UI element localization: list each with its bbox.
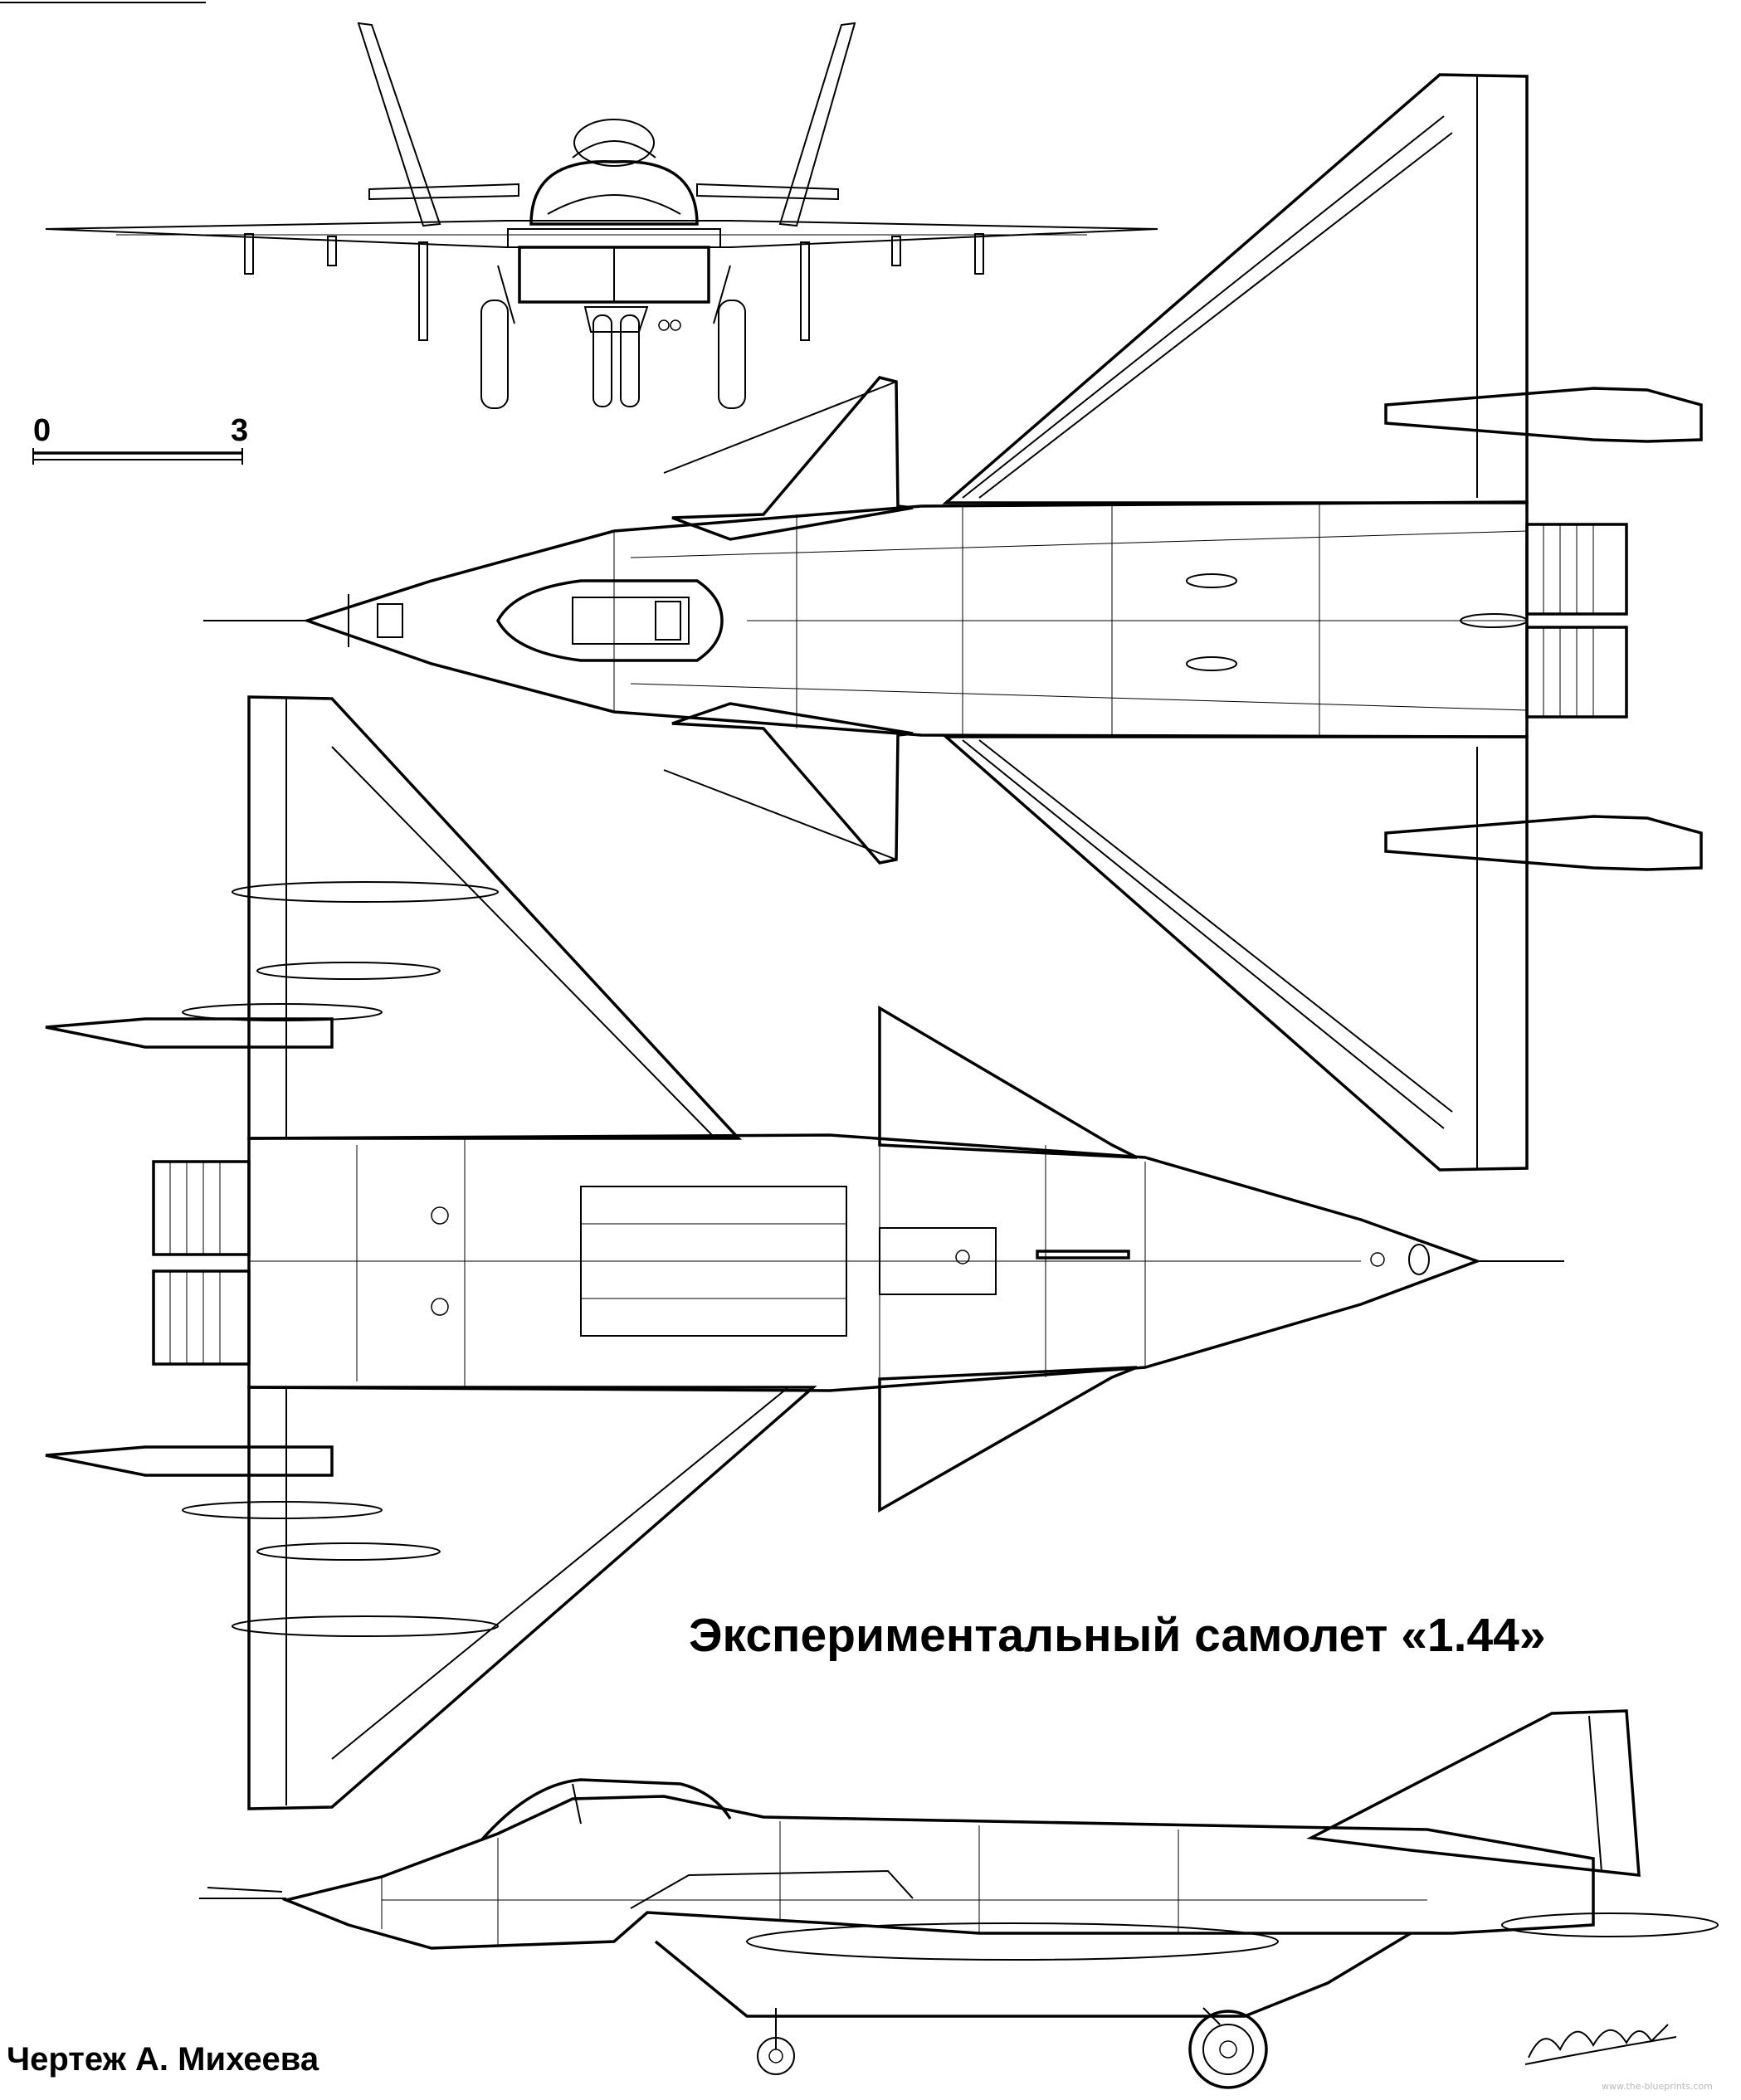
watermark: www.the-blueprints.com	[1602, 2081, 1713, 2092]
signature	[1524, 2024, 1677, 2065]
top-view	[203, 73, 1703, 1172]
scale-end-label: 3	[231, 413, 249, 448]
drawing-title: Экспериментальный самолет «1.44»	[689, 1609, 1546, 1662]
scale-start-label: 0	[33, 413, 51, 448]
bottom-view	[45, 695, 1564, 1810]
front-view	[45, 22, 1158, 409]
side-view	[199, 1709, 1719, 2089]
drawing-credit: Чертеж А. Михеева	[7, 2041, 319, 2078]
scale-bar	[32, 448, 243, 465]
